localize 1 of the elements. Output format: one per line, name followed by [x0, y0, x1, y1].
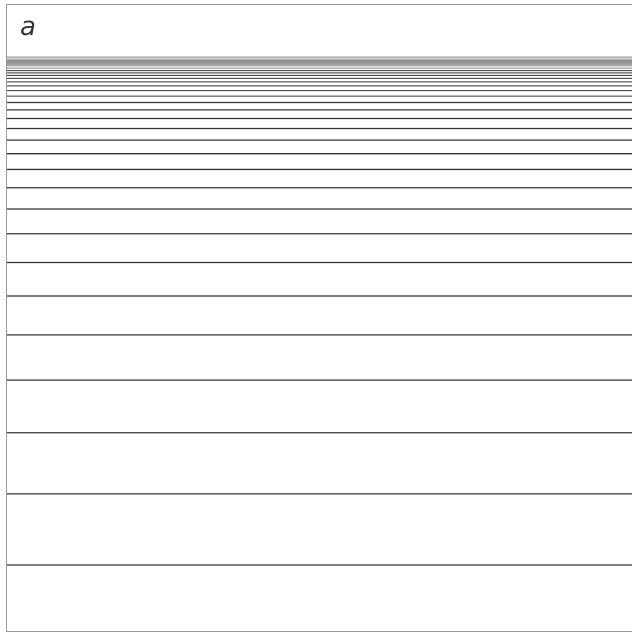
panel-label: a [20, 12, 36, 42]
